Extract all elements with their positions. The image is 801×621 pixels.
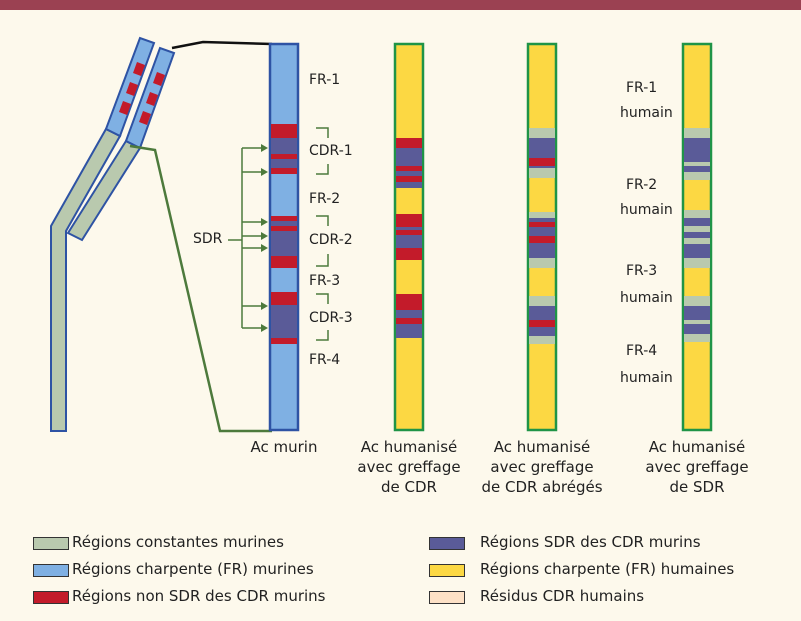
label-fr2: FR-2 <box>309 191 341 207</box>
label-sdr-fr2-human: humain <box>620 202 673 218</box>
murine-antibody-bar <box>268 42 300 432</box>
caption-abbrev-graft-line3: de CDR abrégés <box>481 478 603 496</box>
sdr-arrows <box>228 147 262 329</box>
legend-framework-human: Régions charpente (FR) humaines <box>480 560 735 578</box>
legend-swatch-non-sdr-cdr <box>33 591 69 604</box>
caption-sdr-graft-line1: Ac humanisé <box>648 438 746 456</box>
sdr-arrowheads <box>261 144 268 332</box>
legend-sdr-cdr: Régions SDR des CDR murins <box>480 533 701 551</box>
connector-bottom <box>129 144 272 433</box>
caption-cdr-graft: Ac humanisé avec greffage de CDR <box>339 437 479 497</box>
label-sdr-fr3-human: humain <box>620 290 673 306</box>
abbrev-cdr-graft-bar <box>526 42 558 432</box>
label-sdr-fr1: FR-1 <box>626 80 658 96</box>
label-fr4: FR-4 <box>309 352 341 368</box>
label-sdr-fr2: FR-2 <box>626 177 658 193</box>
legend-non-sdr-cdr: Régions non SDR des CDR murins <box>72 587 326 605</box>
caption-abbrev-graft-line1: Ac humanisé <box>493 438 591 456</box>
caption-cdr-graft-line2: avec greffage <box>357 458 461 476</box>
label-fr3: FR-3 <box>309 273 341 289</box>
legend-cdr-human: Résidus CDR humains <box>480 587 645 605</box>
label-sdr-fr3: FR-3 <box>626 263 658 279</box>
caption-cdr-graft-line3: de CDR <box>381 478 437 496</box>
murine-cdr2 <box>271 216 297 268</box>
sdr-graft-bar <box>681 42 713 432</box>
antibody-arm-heavy <box>50 36 156 432</box>
caption-murine-line1: Ac murin <box>250 438 318 456</box>
legend-swatch-cdr-human <box>429 591 465 604</box>
label-cdr3: CDR-3 <box>309 310 353 326</box>
label-cdr2: CDR-2 <box>309 232 353 248</box>
light-chain-cdrs <box>139 72 165 125</box>
caption-sdr-graft-line2: avec greffage <box>645 458 749 476</box>
legend-swatch-framework-human <box>429 564 465 577</box>
caption-sdr-graft-line3: de SDR <box>669 478 725 496</box>
top-border <box>0 0 801 10</box>
caption-abbrev-graft: Ac humanisé avec greffage de CDR abrégés <box>472 437 612 497</box>
label-sdr-fr1-human: humain <box>620 105 673 121</box>
label-sdr-fr4-human: humain <box>620 370 673 386</box>
caption-abbrev-graft-line2: avec greffage <box>490 458 594 476</box>
heavy-chain-cdrs <box>119 62 145 115</box>
antibody-arm-light <box>66 46 176 242</box>
murine-cdr3 <box>271 292 297 344</box>
caption-murine: Ac murin <box>214 437 354 457</box>
legend-swatch-sdr-cdr <box>429 537 465 550</box>
label-cdr1: CDR-1 <box>309 143 353 159</box>
cdr-brackets <box>316 127 329 341</box>
legend-swatch-framework-murine <box>33 564 69 577</box>
caption-cdr-graft-line1: Ac humanisé <box>360 438 458 456</box>
label-fr1: FR-1 <box>309 72 341 88</box>
legend-framework-murine: Régions charpente (FR) murines <box>72 560 314 578</box>
label-sdr-fr4: FR-4 <box>626 343 658 359</box>
caption-sdr-graft: Ac humanisé avec greffage de SDR <box>627 437 767 497</box>
murine-cdr1 <box>271 124 297 174</box>
legend-swatch-constant <box>33 537 69 550</box>
label-sdr: SDR <box>193 231 223 247</box>
cdr-graft-bar <box>393 42 425 432</box>
legend-constant: Régions constantes murines <box>72 533 284 551</box>
connector-top <box>171 40 273 50</box>
